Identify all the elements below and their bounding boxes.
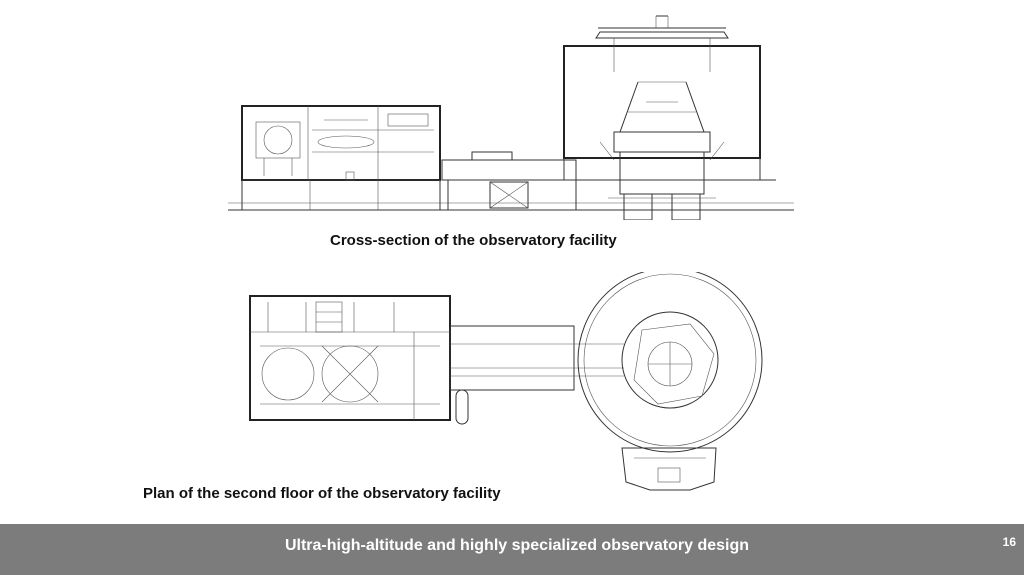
- floor-plan-drawing: [249, 272, 763, 491]
- footer-bar: Ultra-high-altitude and highly specializ…: [0, 524, 1024, 575]
- floor-plan-caption: Plan of the second floor of the observat…: [143, 485, 501, 502]
- cross-section-caption: Cross-section of the observatory facilit…: [330, 232, 617, 249]
- footer-title: Ultra-high-altitude and highly specializ…: [284, 537, 750, 554]
- cross-section-drawing: [228, 15, 794, 220]
- page-number: 16: [1002, 535, 1016, 549]
